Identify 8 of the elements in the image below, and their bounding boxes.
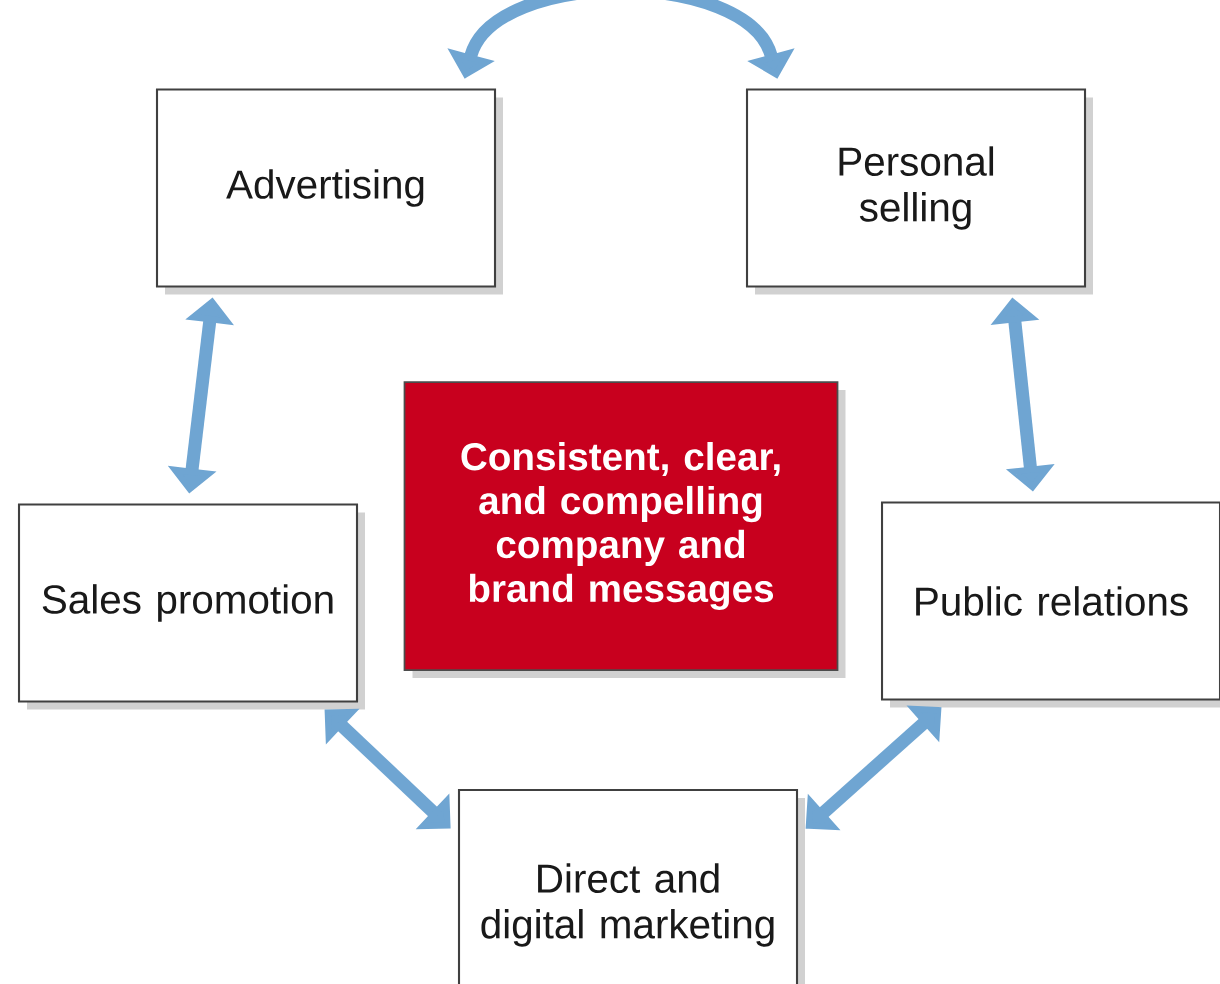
- message-box: Consistent, clear, and compelling company and brand messages: [403, 381, 846, 678]
- tool-box: Direct and digital marketing: [457, 788, 805, 984]
- tool-box: Advertising: [155, 88, 503, 295]
- tool-box: Personal selling: [745, 88, 1093, 295]
- double-arrow: [805, 705, 942, 831]
- tool-box: Public relations: [880, 501, 1220, 708]
- tool-box: Sales promotion: [17, 503, 365, 710]
- double-arrow: [324, 708, 451, 830]
